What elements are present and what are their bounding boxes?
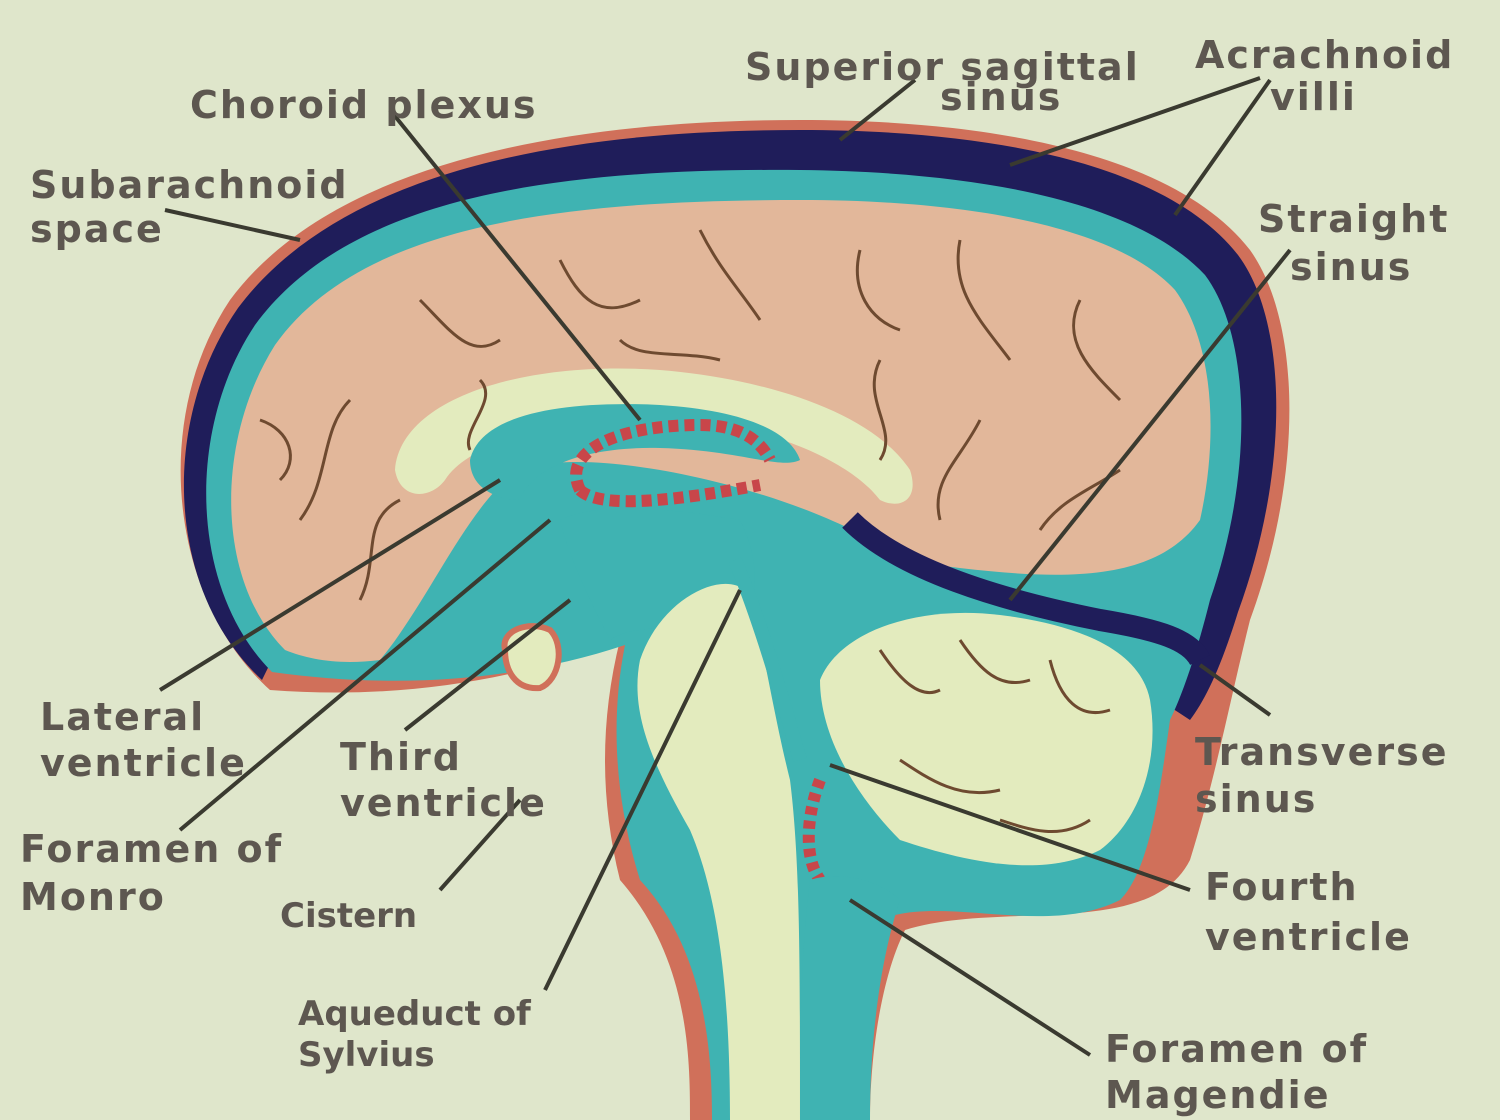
anatomy (181, 120, 1290, 1120)
label-transverse-line1: Transverse (1195, 730, 1448, 774)
leader-arachnoid-b (1175, 80, 1270, 215)
label-superior-sagittal-line2: sinus (940, 75, 1062, 119)
label-sylvius-line1: Aqueduct of (298, 994, 532, 1034)
label-third-ventricle-line1: Third (340, 735, 462, 779)
label-magendie-line2: Magendie (1105, 1073, 1330, 1117)
label-cistern: Cistern (280, 896, 417, 936)
label-monro-line1: Foramen of (20, 827, 283, 871)
label-third-ventricle-line2: ventricle (340, 781, 547, 825)
label-lateral-ventricle-line1: Lateral (40, 695, 205, 739)
label-arachnoid-line2: villi (1270, 75, 1357, 119)
label-lateral-ventricle-line2: ventricle (40, 741, 247, 785)
label-straight-sinus-line2: sinus (1290, 245, 1412, 289)
leader-subarachnoid (165, 210, 300, 240)
label-fourth-ventricle-line2: ventricle (1205, 915, 1412, 959)
cistern-shape (504, 626, 558, 688)
label-straight-sinus-line1: Straight (1258, 197, 1449, 241)
label-subarachnoid-line1: Subarachnoid (30, 163, 349, 207)
spinal-csf (800, 876, 900, 1120)
label-arachnoid-line1: Acrachnoid (1195, 33, 1454, 77)
label-magendie-line1: Foramen of (1105, 1027, 1368, 1071)
label-sylvius-line2: Sylvius (298, 1035, 435, 1075)
label-fourth-ventricle-line1: Fourth (1205, 865, 1359, 909)
label-choroid-plexus: Choroid plexus (190, 83, 538, 127)
label-monro-line2: Monro (20, 875, 166, 919)
label-subarachnoid-line2: space (30, 207, 164, 251)
label-transverse-line2: sinus (1195, 777, 1317, 821)
